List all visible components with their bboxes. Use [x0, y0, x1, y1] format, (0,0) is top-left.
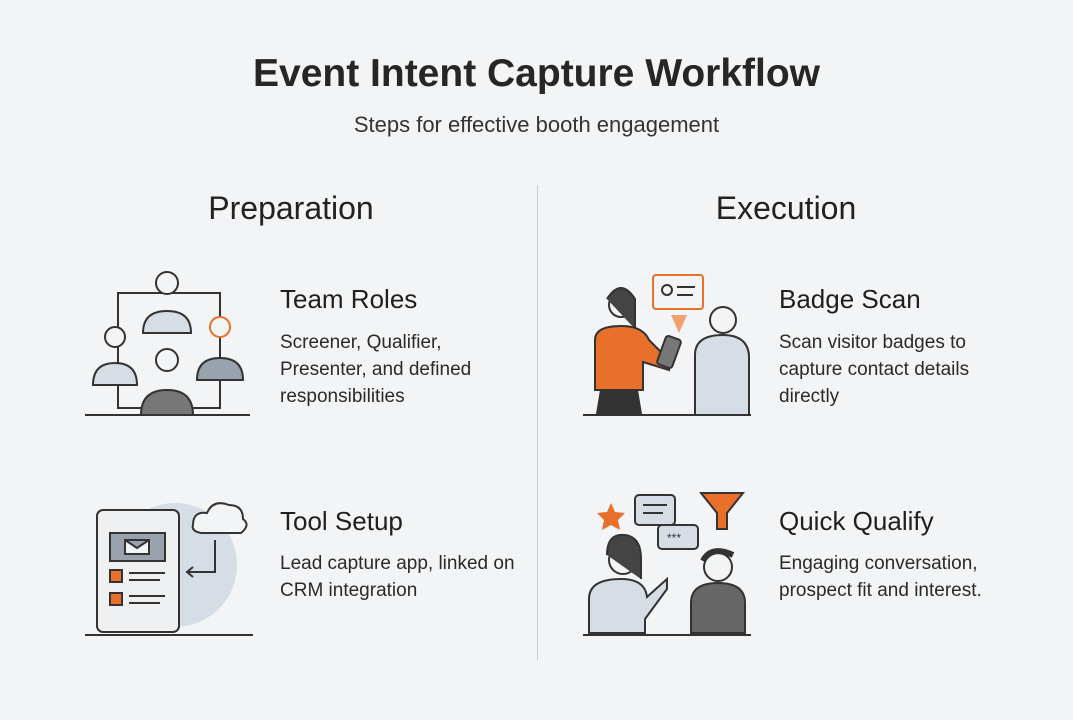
- item-desc-quick-qualify: Engaging conversation, prospect fit and …: [779, 553, 982, 601]
- item-title-badge-scan: Badge Scan: [779, 284, 921, 314]
- column-divider: [537, 185, 538, 660]
- badge-scan-icon: [583, 274, 751, 416]
- column-heading-preparation: Preparation: [208, 190, 374, 226]
- team-roles-icon: [85, 271, 250, 416]
- page-title: Event Intent Capture Workflow: [253, 52, 820, 95]
- column-heading-execution: Execution: [715, 190, 857, 226]
- page-subtitle: Steps for effective booth engagement: [353, 112, 720, 137]
- item-desc-badge-scan: Scan visitor badges to capture contact d…: [779, 332, 970, 407]
- item-desc-tool-setup: Lead capture app, linked on CRM integrat…: [280, 553, 515, 601]
- item-title-team-roles: Team Roles: [280, 284, 418, 314]
- item-title-tool-setup: Tool Setup: [280, 506, 403, 536]
- conversation-icon: ***: [583, 492, 751, 636]
- svg-text:***: ***: [667, 531, 681, 545]
- item-desc-team-roles: Screener, Qualifier, Presenter, and defi…: [280, 332, 472, 407]
- tablet-cloud-icon: [85, 502, 253, 636]
- item-title-quick-qualify: Quick Qualify: [779, 506, 934, 536]
